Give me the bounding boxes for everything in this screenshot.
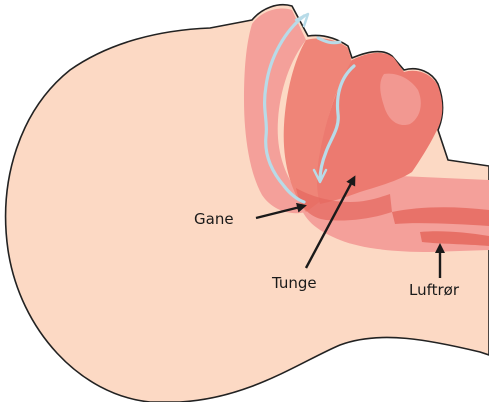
tunge-label: Tunge (272, 276, 317, 291)
trachea-airway (392, 207, 489, 226)
gane-label: Gane (194, 212, 234, 227)
luftror-label: Luftrør (409, 283, 459, 298)
